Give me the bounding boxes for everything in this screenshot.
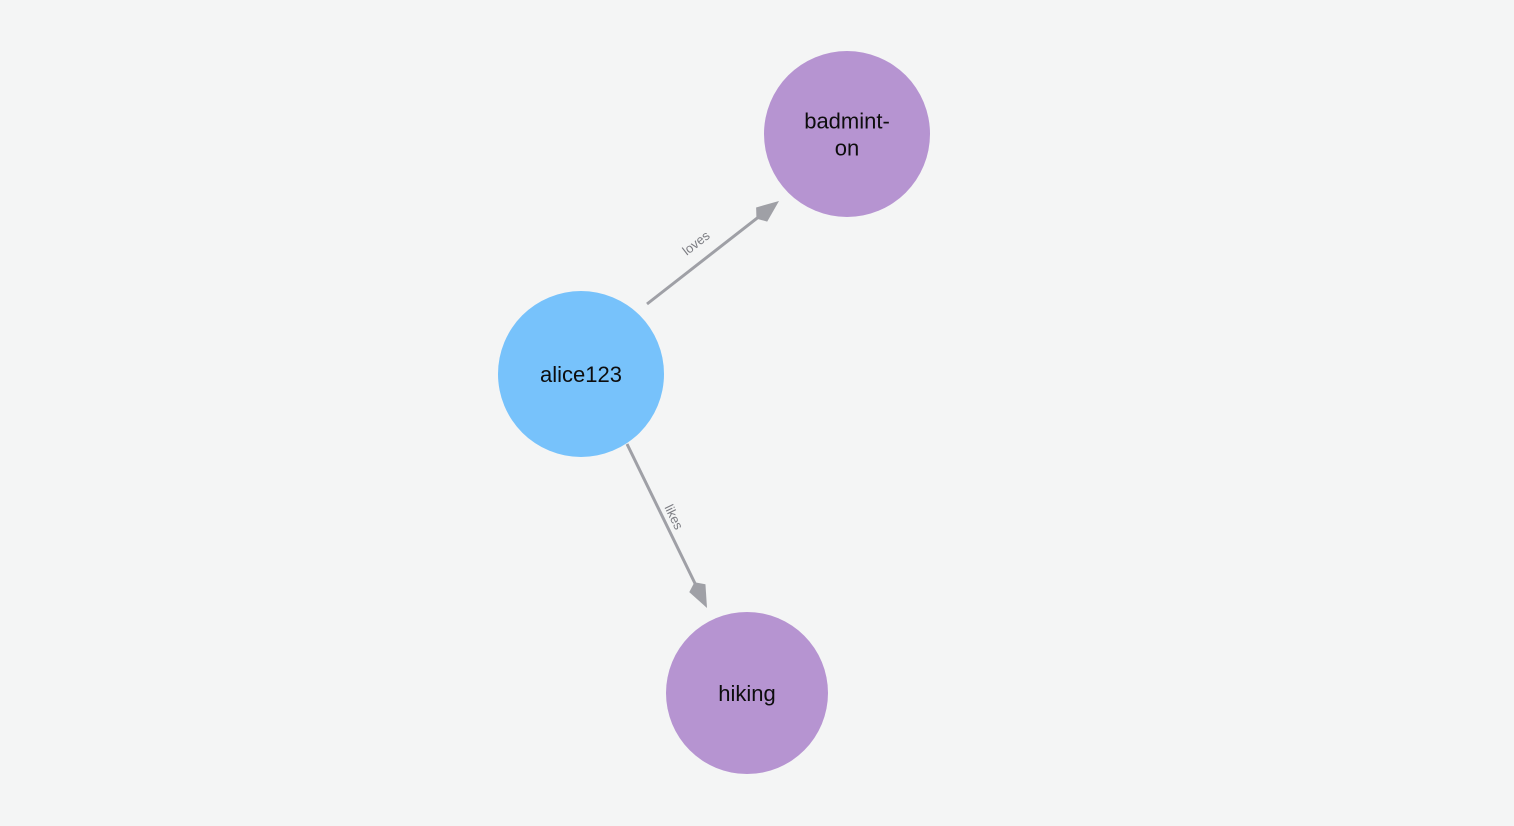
graph-node-badminton[interactable]: badmint-on	[764, 51, 930, 217]
node-circle[interactable]	[764, 51, 930, 217]
node-circle[interactable]	[498, 291, 664, 457]
edge-label: loves	[679, 227, 713, 258]
edge-arrowhead-icon	[756, 201, 779, 222]
node-circle[interactable]	[666, 612, 828, 774]
edge-line	[625, 443, 699, 589]
edge-arrowhead-icon	[689, 582, 707, 608]
edge-line	[646, 213, 763, 306]
edge-label: likes	[662, 502, 687, 532]
graph-edge[interactable]: likes	[625, 443, 707, 608]
graph-edge[interactable]: loves	[646, 201, 779, 306]
graph-node-alice123[interactable]: alice123	[498, 291, 664, 457]
graph-node-hiking[interactable]: hiking	[666, 612, 828, 774]
nodes-layer: alice123 badmint-on hiking	[498, 51, 930, 774]
